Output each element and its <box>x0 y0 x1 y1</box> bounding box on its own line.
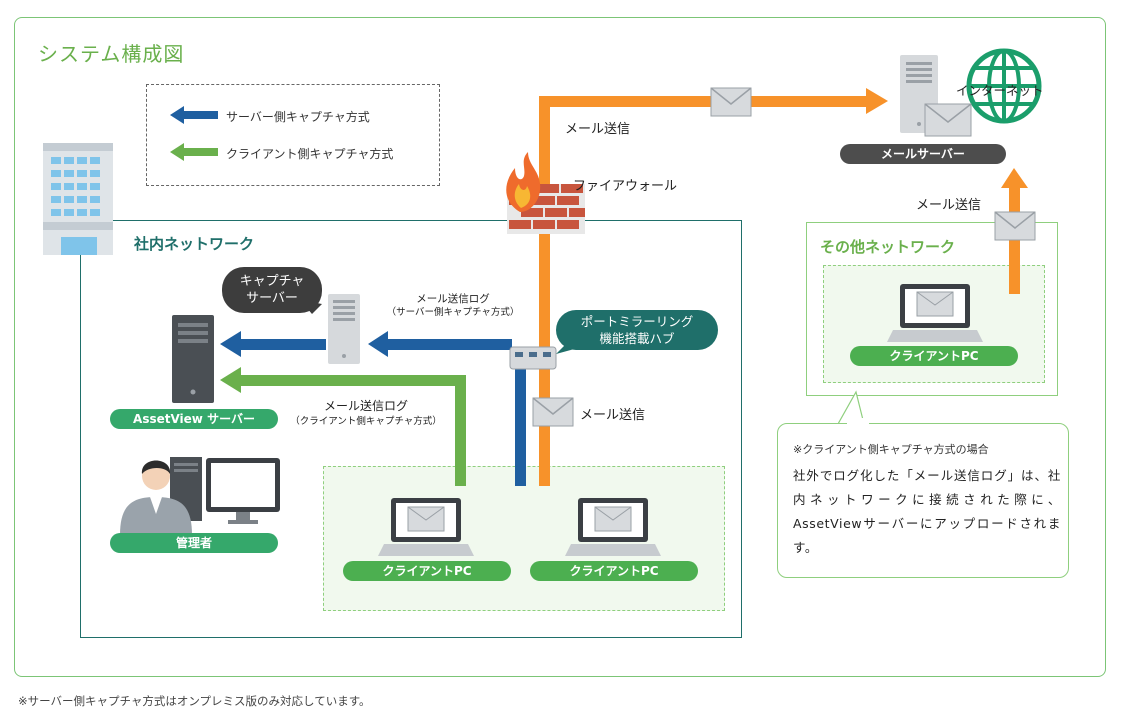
laptop-icon-2 <box>565 498 661 556</box>
hub-bubble-line2: 機能搭載ハブ <box>599 331 675 346</box>
legend-box <box>146 84 440 186</box>
mail-send-label-top: メール送信 <box>565 122 631 137</box>
mail-flow-arrowhead <box>866 88 888 114</box>
client-pc-label-3: クライアントPC <box>850 346 1018 366</box>
hub-bubble: ポートミラーリング 機能搭載ハブ <box>556 310 718 350</box>
envelope-icon-middle <box>532 397 574 427</box>
other-mail-arrowhead <box>1001 168 1028 188</box>
internet-label: インターネット <box>956 83 1044 98</box>
corporate-network-box <box>80 220 742 638</box>
mail-send-label-right: メール送信 <box>916 198 982 213</box>
envelope-icon-other <box>994 211 1036 241</box>
server-capture-to-assetview <box>238 339 326 350</box>
server-capture-arrowhead-1 <box>368 331 388 357</box>
hub-bubble-line1: ポートミラーリング <box>580 314 694 329</box>
server-capture-vertical <box>515 354 526 486</box>
envelope-icon-mailserver <box>924 103 972 137</box>
server-log-line1: メール送信ログ <box>416 293 490 305</box>
capture-server-bubble: キャプチャ サーバー <box>222 267 322 313</box>
server-capture-to-capture <box>384 339 512 350</box>
admin-label: 管理者 <box>110 533 278 553</box>
capture-bubble-line2: サーバー <box>246 291 298 306</box>
internet-globe-icon <box>966 48 1042 124</box>
client-capture-vertical <box>455 375 466 486</box>
diagram-title: システム構成図 <box>38 42 185 66</box>
client-zone <box>323 466 725 611</box>
assetview-server-icon <box>172 315 214 403</box>
administrator-icon <box>120 457 280 535</box>
diagram-frame <box>14 17 1106 677</box>
other-network-label: その他ネットワーク <box>820 238 956 256</box>
client-log-line1: メール送信ログ <box>323 399 408 413</box>
firewall-label: ファイアウォール <box>573 179 678 194</box>
legend-client-arrow <box>170 143 218 161</box>
firewall-icon <box>506 152 585 234</box>
legend-client-label: クライアント側キャプチャ方式 <box>226 147 394 161</box>
mail-send-label-middle: メール送信 <box>580 408 646 423</box>
mail-flow-horizontal <box>539 96 869 107</box>
capture-server-icon <box>328 294 360 364</box>
note-body: 社外でログ化した「メール送信ログ」は、社内ネットワークに接続された際に、Asse… <box>793 468 1061 555</box>
laptop-icon-1 <box>378 498 474 556</box>
capture-bubble-line1: キャプチャ <box>239 274 305 289</box>
client-capture-horizontal <box>238 375 466 386</box>
server-log-line2: （サーバー側キャプチャ方式） <box>386 307 520 318</box>
client-log-label: メール送信ログ （クライアント側キャプチャ方式） <box>288 399 444 429</box>
mail-server-label: メールサーバー <box>840 144 1006 164</box>
client-capture-arrowhead <box>220 367 241 393</box>
server-capture-arrowhead-2 <box>220 331 241 357</box>
note-box <box>777 423 1069 578</box>
client-pc-label-2: クライアントPC <box>530 561 698 581</box>
legend-arrows <box>170 106 218 161</box>
hub-icon <box>509 346 557 370</box>
corporate-network-label: 社内ネットワーク <box>134 235 255 253</box>
footnote: ※サーバー側キャプチャ方式はオンプレミス版のみ対応しています。 <box>18 694 371 708</box>
client-log-line2: （クライアント側キャプチャ方式） <box>290 416 442 427</box>
mail-flow-vertical <box>539 96 550 486</box>
legend-server-arrow <box>170 106 218 124</box>
server-log-label: メール送信ログ （サーバー側キャプチャ方式） <box>378 292 528 320</box>
legend-server-label: サーバー側キャプチャ方式 <box>226 110 370 124</box>
note-title: ※クライアント側キャプチャ方式の場合 <box>793 443 989 456</box>
envelope-icon-top <box>710 87 752 117</box>
laptop-icon-3 <box>887 284 983 342</box>
client-pc-label-1: クライアントPC <box>343 561 511 581</box>
office-building-icon <box>43 143 113 255</box>
assetview-server-label: AssetView サーバー <box>110 409 278 429</box>
